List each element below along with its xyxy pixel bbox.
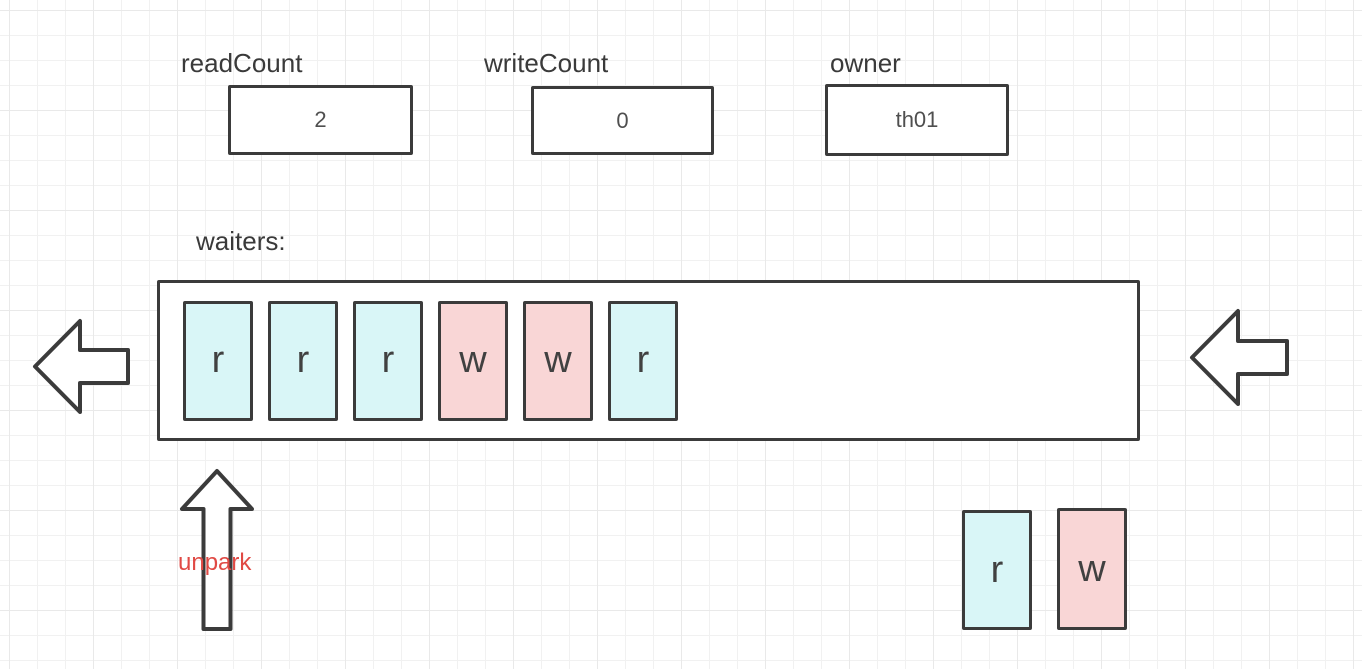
owner-value: th01 (895, 107, 939, 132)
waiter-cell-5-label: w (544, 339, 572, 381)
waiter-cell-1-label: r (211, 339, 225, 381)
waiter-cell-3: r (353, 300, 423, 421)
owner-box: th01 (825, 84, 1009, 156)
waiter-cell-1: r (183, 300, 253, 421)
waiter-cell-3-label: r (381, 339, 395, 381)
waiter-cell-4-label: w (459, 339, 487, 381)
writecount-value: 0 (616, 107, 629, 133)
readcount-value: 2 (314, 107, 327, 132)
incoming-reader-label: r (990, 548, 1004, 591)
incoming-reader-cell: r (962, 510, 1032, 630)
writecount-box: 0 (531, 86, 714, 155)
incoming-writer-cell: w (1057, 508, 1127, 630)
readcount-box: 2 (228, 85, 413, 155)
incoming-writer-label: w (1078, 547, 1106, 590)
enqueue-arrow-left-icon (1190, 309, 1289, 406)
waiter-cell-4: w (438, 300, 508, 421)
readcount-label: readCount (181, 48, 303, 78)
dequeue-arrow-left-icon (33, 319, 130, 414)
waiters-queue-box: r r r w w r (157, 280, 1140, 441)
waiters-label: waiters: (196, 226, 286, 256)
waiter-cell-2-label: r (296, 339, 310, 381)
waiter-cell-2: r (268, 300, 338, 421)
owner-label: owner (830, 48, 901, 78)
unpark-label: unpark (178, 549, 252, 576)
waiter-cell-6: r (608, 300, 678, 421)
waiter-cell-5: w (523, 300, 593, 421)
waiter-cell-6-label: r (636, 339, 650, 381)
writecount-label: writeCount (484, 48, 609, 78)
unpark-arrow-up-icon (180, 469, 254, 631)
